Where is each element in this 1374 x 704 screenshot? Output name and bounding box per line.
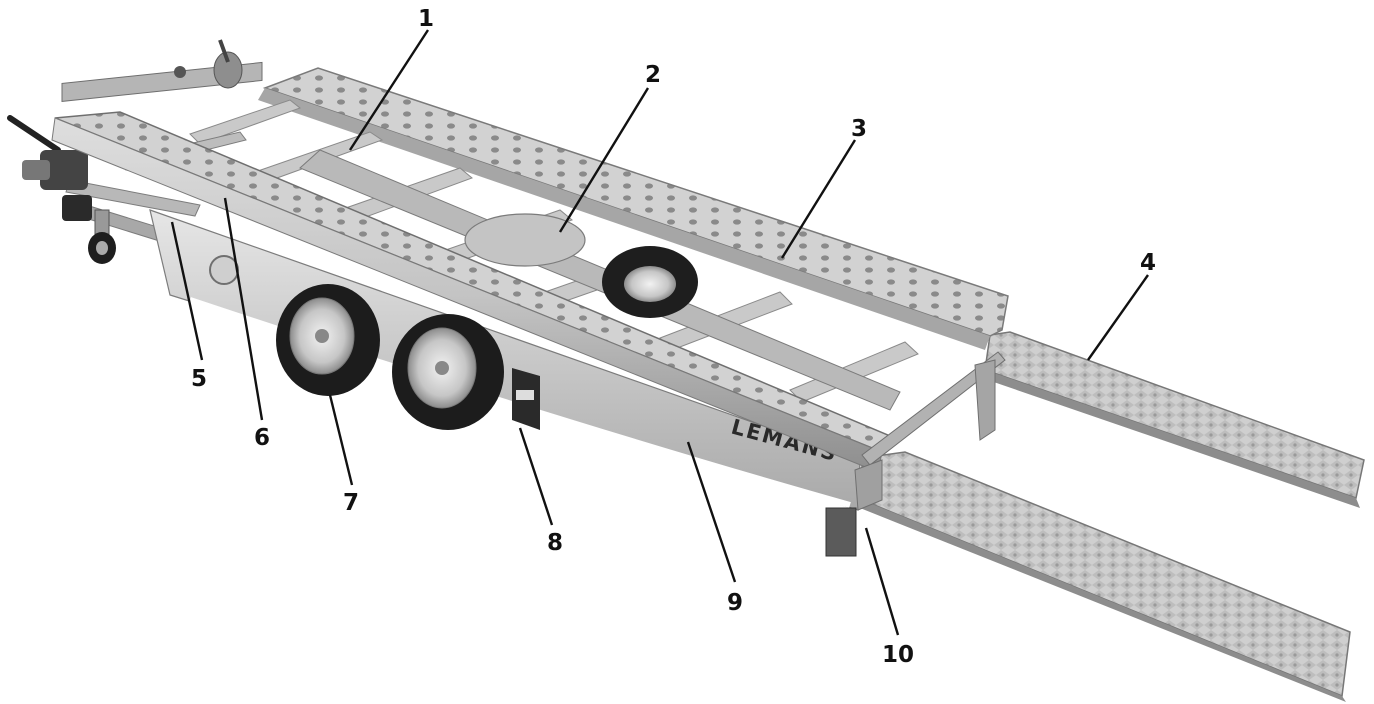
leader-5 xyxy=(170,221,204,361)
wheel-far xyxy=(602,246,698,318)
coupling-head xyxy=(7,115,92,221)
axle-body xyxy=(299,149,901,411)
jockey-wheel xyxy=(88,209,116,264)
wheel-front-near xyxy=(276,284,380,396)
deck-far-track xyxy=(258,67,1009,350)
ramp-lower xyxy=(860,451,1351,702)
callout-8: 8 xyxy=(547,530,563,556)
callout-6: 6 xyxy=(254,425,270,451)
rear-end-frame xyxy=(825,351,1006,557)
callout-3: 3 xyxy=(851,116,867,142)
callout-9: 9 xyxy=(727,590,743,616)
leader-2 xyxy=(558,87,650,233)
leader-1 xyxy=(348,29,430,151)
rear-support-leg xyxy=(825,507,857,557)
wheel-rear-near xyxy=(392,314,504,430)
mudflap xyxy=(512,368,540,430)
callout-2: 2 xyxy=(645,62,661,88)
leader-8 xyxy=(518,427,554,526)
leader-9 xyxy=(686,441,737,583)
callout-10: 10 xyxy=(882,642,914,668)
leader-10 xyxy=(864,527,900,636)
leader-7 xyxy=(328,394,354,486)
ramp-upper xyxy=(982,331,1365,508)
callout-1: 1 xyxy=(418,6,434,32)
badge-logo-icon xyxy=(209,255,239,285)
callout-leaders xyxy=(170,29,1149,636)
deck-near-track xyxy=(51,111,897,473)
leader-3 xyxy=(780,139,857,259)
callout-5: 5 xyxy=(191,366,207,392)
leader-6 xyxy=(223,197,264,421)
callout-4: 4 xyxy=(1140,250,1156,276)
callout-numbers: 1 2 3 4 5 6 7 8 9 10 xyxy=(191,6,1156,668)
leader-4 xyxy=(1087,274,1149,361)
callout-7: 7 xyxy=(343,490,359,516)
winch xyxy=(61,39,263,103)
